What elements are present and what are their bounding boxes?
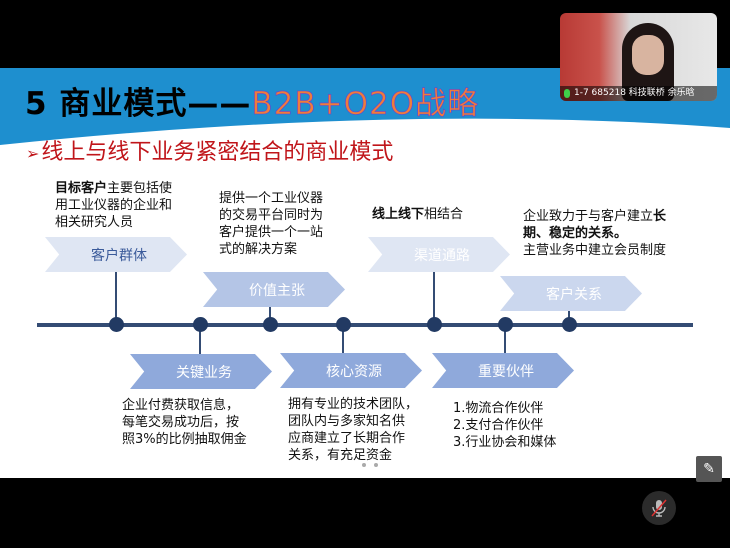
- pen-icon: ✎: [703, 461, 715, 477]
- connector: [115, 272, 117, 325]
- annotate-pen-button[interactable]: ✎: [696, 456, 722, 482]
- chevron-key-resources: 核心资源: [280, 353, 422, 388]
- title-accent: B2B+O2O战略: [251, 86, 480, 123]
- timeline-dot: [263, 317, 278, 332]
- webcam-label: 1-7 685218 科技联桥 余乐晗: [560, 86, 717, 101]
- customer-segments-desc: 目标客户主要包括使 用工业仪器的企业和 相关研究人员: [55, 181, 173, 230]
- participant-face: [632, 35, 664, 75]
- timeline-line: [37, 323, 693, 327]
- chevron-value-proposition: 价值主张: [203, 272, 345, 307]
- value-proposition-desc: 提供一个工业仪器 的交易平台同时为 客户提供一个一站 式的解决方案: [219, 191, 324, 257]
- key-resources-desc: 拥有专业的技术团队， 团队内与多家知名供 应商建立了长期合作 关系，有充足资金: [288, 397, 419, 463]
- timeline-dot: [336, 317, 351, 332]
- customer-relationships-desc: 企业致力于与客户建立长 期、稳定的关系。 主营业务中建立会员制度: [523, 209, 667, 258]
- timeline-dot: [109, 317, 124, 332]
- key-partners-desc: 1.物流合作伙伴 2.支付合作伙伴 3.行业协会和媒体: [453, 401, 557, 450]
- chevron-channels: 渠道通路: [368, 237, 510, 272]
- key-activities-desc: 企业付费获取信息， 每笔交易成功后，按 照3%的比例抽取佣金: [122, 398, 247, 447]
- chevron-key-activities: 关键业务: [130, 354, 272, 389]
- slide-title: 5 商业模式——B2B+O2O战略: [25, 78, 479, 123]
- presentation-slide: 5 商业模式——B2B+O2O战略 ➢线上与线下业务紧密结合的商业模式 客户群体…: [0, 68, 730, 478]
- timeline-dot: [427, 317, 442, 332]
- header-band: [0, 68, 730, 145]
- chevron-customer-segments: 客户群体: [45, 237, 187, 272]
- pager-dot[interactable]: [362, 463, 366, 467]
- timeline-dot: [498, 317, 513, 332]
- chevron-key-partners: 重要伙伴: [432, 353, 574, 388]
- timeline-dot: [562, 317, 577, 332]
- pager-dot[interactable]: [374, 463, 378, 467]
- timeline-dot: [193, 317, 208, 332]
- mute-button[interactable]: [642, 491, 676, 525]
- title-main: 5 商业模式——: [25, 86, 252, 122]
- channels-desc: 线上线下相结合: [372, 207, 464, 222]
- mic-active-icon: [564, 89, 570, 98]
- connector: [269, 307, 271, 325]
- arrow-bullet-icon: ➢: [26, 144, 40, 163]
- subtitle-text: 线上与线下业务紧密结合的商业模式: [41, 140, 394, 165]
- mic-muted-icon: [651, 499, 667, 517]
- connector: [504, 325, 506, 353]
- connector: [433, 272, 435, 325]
- webcam-video[interactable]: 1-7 685218 科技联桥 余乐晗: [560, 13, 717, 101]
- connector: [342, 325, 344, 353]
- connector: [199, 325, 201, 354]
- chevron-customer-relationships: 客户关系: [500, 276, 642, 311]
- slide-subtitle: ➢线上与线下业务紧密结合的商业模式: [26, 134, 393, 166]
